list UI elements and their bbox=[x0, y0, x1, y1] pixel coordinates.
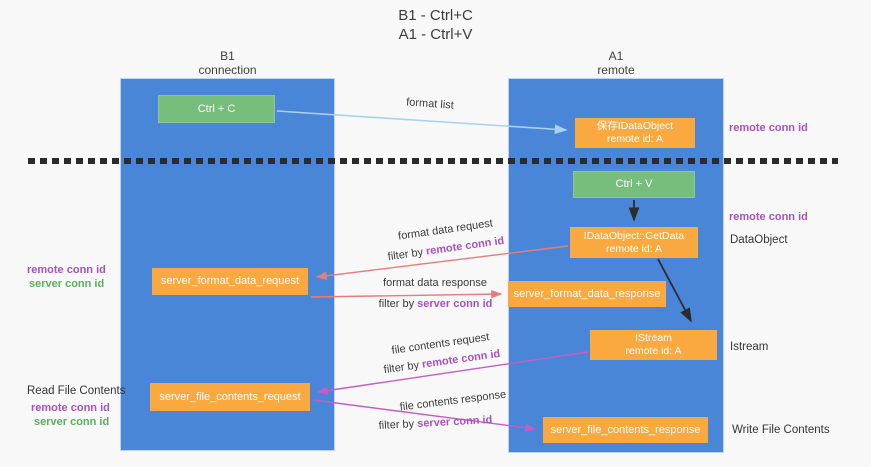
label-format-list-text: format list bbox=[405, 96, 455, 112]
node-server-format-data-response-label: server_format_data_response bbox=[513, 287, 661, 300]
lane-header-b1: B1 connection bbox=[120, 49, 335, 77]
annotation-remote-conn-id-mid: remote conn id bbox=[729, 211, 808, 223]
node-server-format-data-request: server_format_data_request bbox=[152, 268, 308, 295]
annotation-left-server-conn-id-1-text: server conn id bbox=[29, 278, 105, 290]
label-filter-server-2-value: server conn id bbox=[416, 414, 493, 430]
lane-b1-name: B1 bbox=[220, 49, 235, 63]
node-idataobject-getdata: IDataObject::GetData remote id: A bbox=[570, 227, 698, 258]
annotation-left-server-conn-id-2: server conn id bbox=[34, 416, 109, 428]
annotation-left-remote-conn-id-1: remote conn id bbox=[27, 264, 106, 276]
label-file-contents-response: file contents response bbox=[378, 386, 528, 416]
lane-header-a1: A1 remote bbox=[508, 49, 724, 77]
arrow-format-data-response bbox=[310, 289, 503, 299]
label-filter-remote-1-prefix: filter by bbox=[387, 245, 427, 264]
node-server-format-data-request-label: server_format_data_request bbox=[160, 275, 300, 287]
node-ctrl-c: Ctrl + C bbox=[158, 95, 275, 123]
node-istream: IStream remote id: A bbox=[590, 330, 717, 360]
annotation-read-file-contents: Read File Contents bbox=[27, 385, 125, 397]
annotation-left-server-conn-id-2-text: server conn id bbox=[34, 416, 110, 428]
node-istream-line1: IStream bbox=[635, 332, 672, 344]
node-getdata-line2: remote id: A bbox=[605, 242, 663, 255]
node-ctrl-v: Ctrl + V bbox=[573, 171, 695, 198]
label-filter-server-1-prefix: filter by bbox=[378, 298, 418, 310]
annotation-remote-conn-id-top: remote conn id bbox=[729, 122, 808, 134]
label-format-data-response: format data response bbox=[365, 277, 505, 289]
annotation-left-remote-conn-id-2-text: remote conn id bbox=[31, 402, 110, 414]
lane-a1-name: A1 bbox=[608, 49, 624, 63]
annotation-left-remote-conn-id-1-text: remote conn id bbox=[27, 264, 106, 276]
node-server-file-contents-request: server_file_contents_request bbox=[150, 383, 310, 411]
node-server-format-data-response: server_format_data_response bbox=[508, 281, 666, 307]
label-format-data-response-text: format data response bbox=[383, 277, 487, 289]
annotation-write-file-contents-text: Write File Contents bbox=[732, 424, 830, 436]
node-server-file-contents-response: server_file_contents_response bbox=[543, 417, 708, 443]
annotation-remote-conn-id-mid-text: remote conn id bbox=[729, 211, 808, 223]
label-filter-remote-2-prefix: filter by bbox=[383, 358, 423, 377]
node-server-file-contents-request-label: server_file_contents_request bbox=[159, 390, 301, 403]
node-getdata-line1: IDataObject::GetData bbox=[583, 229, 685, 242]
diagram-title: B1 - Ctrl+C A1 - Ctrl+V bbox=[0, 6, 871, 44]
node-save-idataobject-line1: 保存IDataObject bbox=[596, 120, 674, 132]
annotation-read-file-contents-text: Read File Contents bbox=[27, 385, 126, 397]
lane-a1-type: remote bbox=[597, 63, 635, 77]
label-filter-server-2-prefix: filter by bbox=[378, 417, 418, 432]
node-ctrl-v-label: Ctrl + V bbox=[615, 178, 653, 190]
label-filter-remote-2-value: remote conn id bbox=[421, 347, 501, 371]
annotation-left-server-conn-id-1: server conn id bbox=[29, 278, 104, 290]
annotation-write-file-contents: Write File Contents bbox=[732, 424, 830, 436]
annotation-istream-text: Istream bbox=[730, 341, 769, 353]
node-save-idataobject: 保存IDataObject remote id: A bbox=[575, 118, 695, 148]
node-save-idataobject-line2: remote id: A bbox=[606, 133, 664, 145]
label-file-contents-response-text: file contents response bbox=[399, 388, 507, 414]
label-filter-server-1: filter by server conn id bbox=[358, 298, 513, 310]
title-line-1: B1 - Ctrl+C bbox=[398, 7, 473, 24]
annotation-dataobject: DataObject bbox=[730, 234, 788, 246]
phase-separator-dashed-line bbox=[28, 158, 838, 164]
label-filter-server-2: filter by server conn id bbox=[358, 413, 513, 433]
lane-b1-type: connection bbox=[198, 63, 257, 77]
node-istream-line2: remote id: A bbox=[625, 345, 682, 357]
annotation-remote-conn-id-top-text: remote conn id bbox=[729, 122, 808, 134]
label-format-list: format list bbox=[385, 95, 476, 113]
node-server-file-contents-response-label: server_file_contents_response bbox=[550, 423, 701, 436]
annotation-istream: Istream bbox=[730, 341, 768, 353]
annotation-dataobject-text: DataObject bbox=[730, 234, 788, 246]
title-line-2: A1 - Ctrl+V bbox=[398, 26, 473, 43]
label-filter-server-1-value: server conn id bbox=[417, 298, 493, 310]
node-ctrl-c-label: Ctrl + C bbox=[197, 102, 236, 115]
annotation-left-remote-conn-id-2: remote conn id bbox=[31, 402, 110, 414]
label-filter-remote-1-value: remote conn id bbox=[425, 234, 505, 258]
